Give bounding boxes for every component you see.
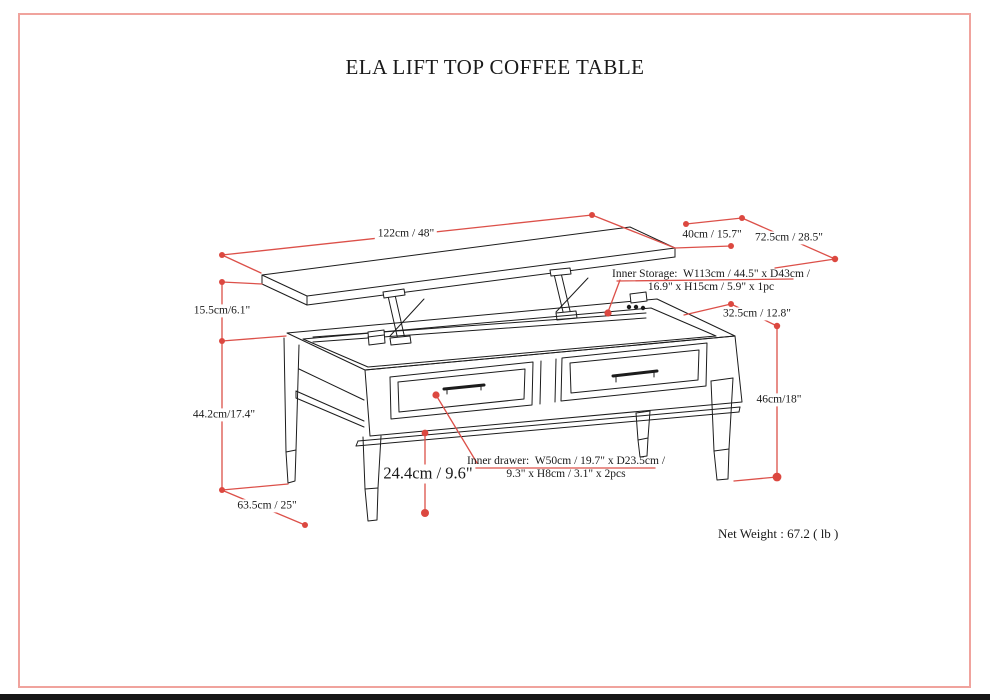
inner-drawer-note-line1: Inner drawer: W50cm / 19.7" x D23.5cm / [466,455,666,467]
inner-drawer-note: Inner drawer: W50cm / 19.7" x D23.5cm / … [467,455,665,481]
page-frame [0,13,990,700]
dim-top-length: 122cm / 48" [374,227,438,241]
side-stretcher [295,368,365,428]
dim-top-depth: 40cm / 15.7" [682,228,742,241]
dim-fixed-top-depth: 32.5cm / 12.8" [720,307,794,321]
storage-opening-rim [286,291,736,371]
bottom-rail [355,406,741,447]
dim-table-height: 46cm/18" [753,393,805,407]
page-title: ELA LIFT TOP COFFEE TABLE [345,55,645,79]
dim-table-depth: 63.5cm / 25" [234,499,300,513]
inner-storage-note: Inner Storage: W113cm / 44.5" x D43cm / … [612,268,810,294]
lift-mechanism [382,267,589,346]
inner-storage-note-line2: 16.9" x H15cm / 5.9" x 1pc [647,281,775,293]
dim-lift-rise: 15.5cm/6.1" [190,304,254,318]
dim-leg-clearance: 24.4cm / 9.6" [380,464,476,484]
inner-drawer-note-line2: 9.3" x H8cm / 3.1" x 2pcs [506,468,626,480]
dim-lifted-height: 72.5cm / 28.5" [752,231,826,245]
dimension-dots [219,212,839,528]
table-legs [283,337,734,522]
inner-storage-note-line1: Inner Storage: W113cm / 44.5" x D43cm / [612,268,810,280]
drawer-front [364,335,743,437]
net-weight-label: Net Weight : 67.2 ( lb ) [718,526,839,541]
dim-base-height: 44.2cm/17.4" [189,408,259,422]
